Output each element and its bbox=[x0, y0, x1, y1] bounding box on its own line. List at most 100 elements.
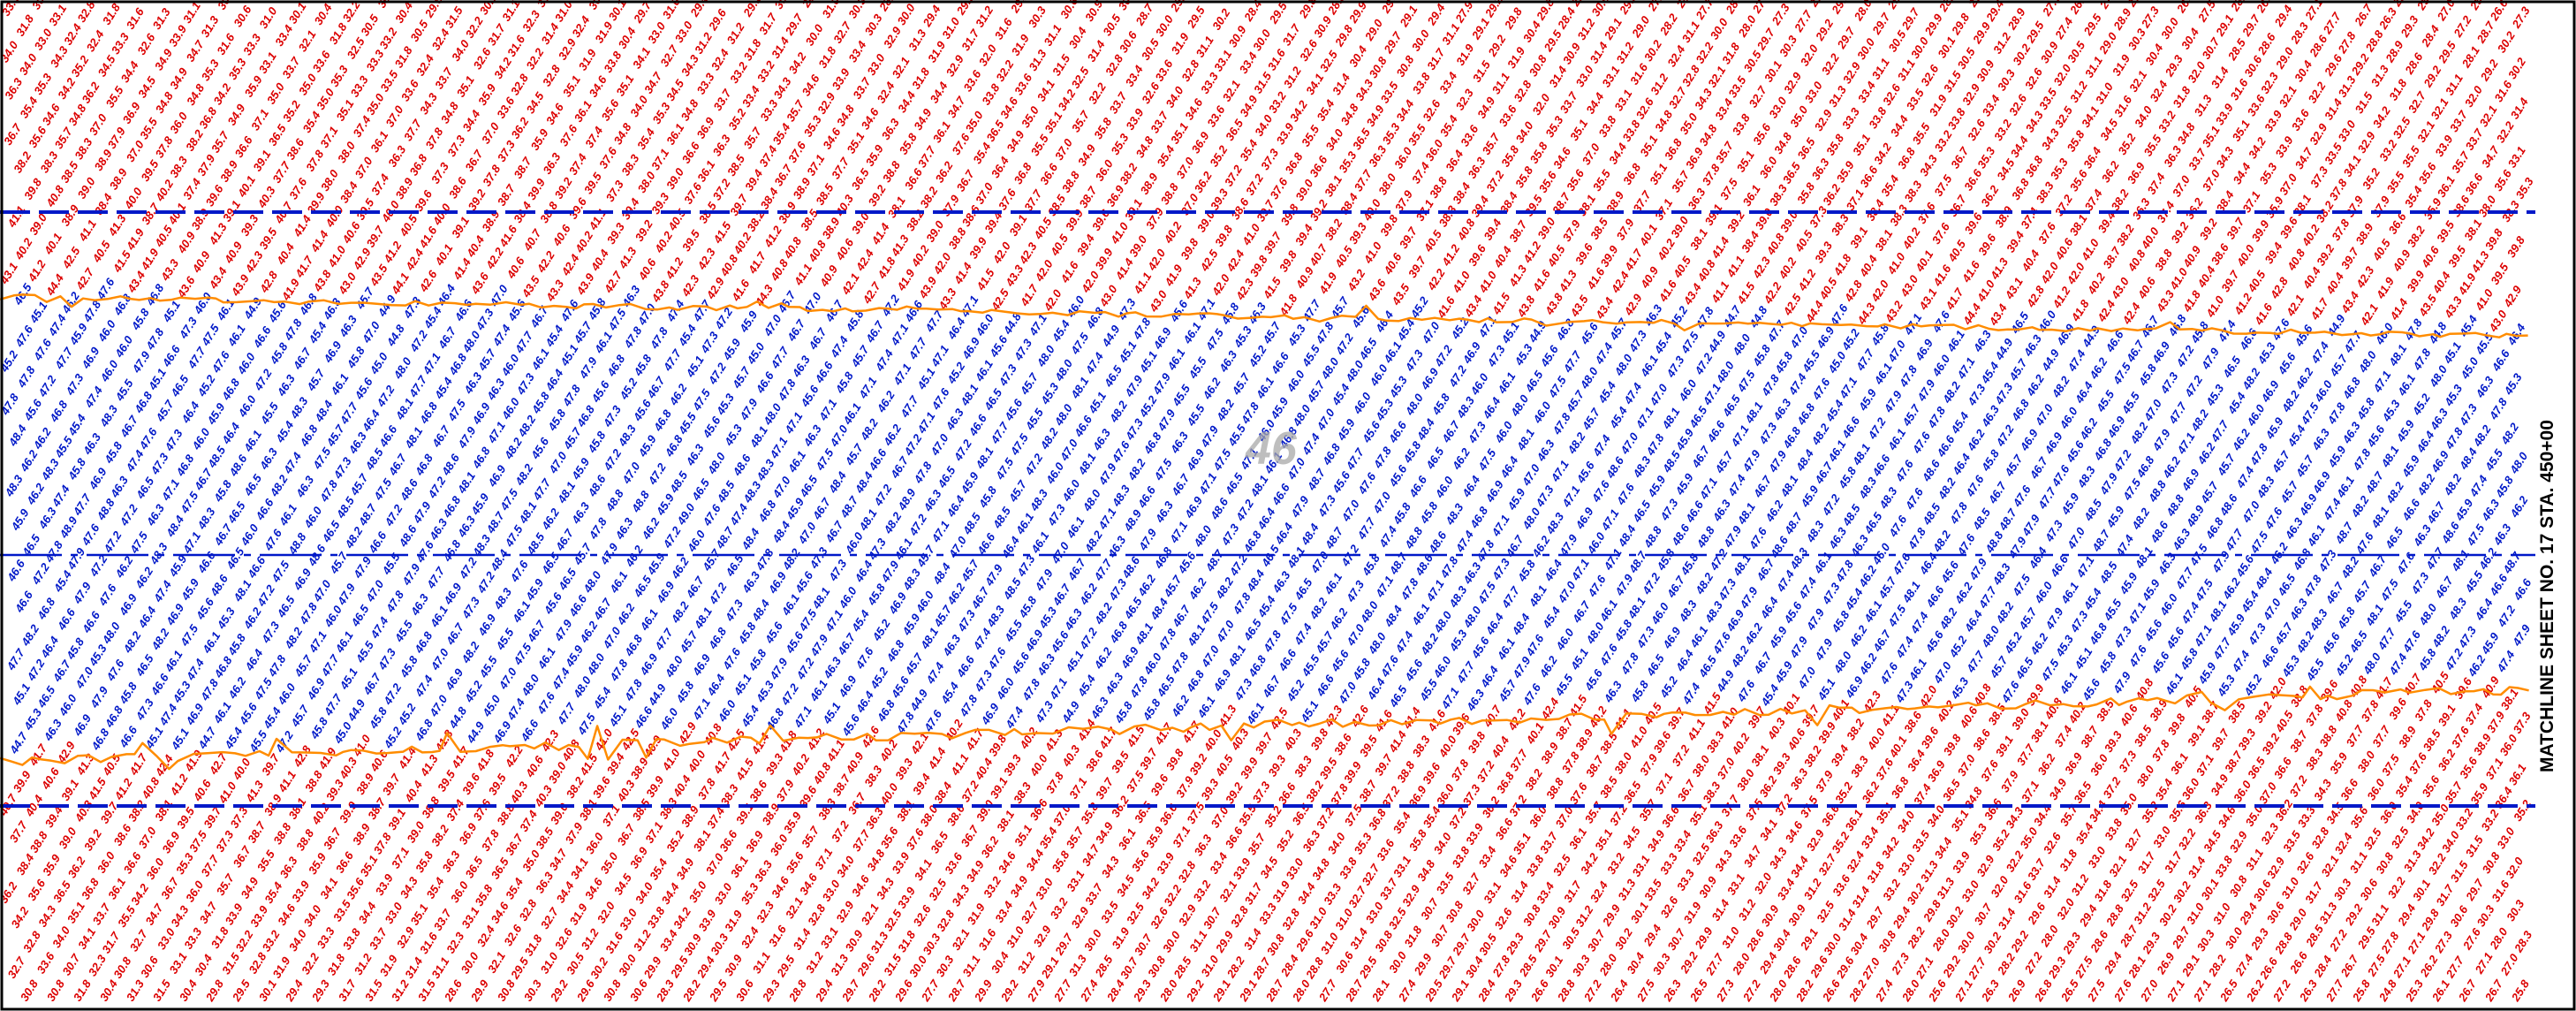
overbank-sounding: 32.5 bbox=[1814, 898, 1837, 924]
channel-sounding: 48.2 bbox=[1693, 570, 1716, 597]
overbank-sounding: 34.1 bbox=[630, 45, 653, 71]
channel-sounding: 47.1 bbox=[1194, 296, 1218, 323]
overbank-sounding: 32.6 bbox=[2293, 849, 2317, 876]
overbank-sounding: 31.3 bbox=[2336, 73, 2360, 100]
overbank-sounding: 39.6 bbox=[1450, 711, 1474, 737]
channel-sounding: 46.2 bbox=[1134, 572, 1158, 599]
overbank-sounding: 33.3 bbox=[694, 70, 718, 96]
overbank-sounding: 31.8 bbox=[1719, 40, 1743, 66]
overbank-sounding: 36.1 bbox=[105, 876, 128, 901]
channel-sounding: 47.6 bbox=[2125, 642, 2149, 670]
channel-sounding: 48.1 bbox=[1777, 473, 1801, 499]
overbank-sounding: 34.4 bbox=[1295, 880, 1319, 907]
channel-sounding: 45.6 bbox=[504, 297, 528, 324]
overbank-sounding: 40.6 bbox=[549, 222, 573, 249]
overbank-sounding: 38.9 bbox=[1138, 171, 1162, 197]
channel-sounding: 46.5 bbox=[2008, 309, 2032, 337]
overbank-sounding: 37.1 bbox=[1844, 186, 1867, 212]
overbank-sounding: 27.0 bbox=[2137, 977, 2161, 1005]
overbank-sounding: 37.4 bbox=[517, 808, 541, 834]
channel-sounding: 45.6 bbox=[21, 396, 45, 423]
overbank-sounding: 37.3 bbox=[1460, 781, 1484, 808]
overbank-sounding: 42.9 bbox=[2501, 283, 2525, 310]
overbank-sounding: 27.5 bbox=[2072, 954, 2095, 981]
channel-sounding: 45.6 bbox=[761, 619, 785, 646]
overbank-sounding: 29.0 bbox=[2096, 29, 2120, 57]
channel-sounding: 44.8 bbox=[1746, 303, 1770, 331]
lower-toe-line bbox=[0, 685, 2529, 771]
overbank-sounding: 38.7 bbox=[1356, 778, 1380, 804]
overbank-sounding: 32.6 bbox=[2022, 65, 2046, 92]
channel-sounding: 45.7 bbox=[2016, 605, 2040, 633]
channel-sounding: 47.7 bbox=[1091, 556, 1115, 583]
overbank-sounding: 37.4 bbox=[2018, 204, 2042, 231]
channel-sounding: 45.7 bbox=[848, 343, 872, 370]
channel-sounding: 47.8 bbox=[621, 676, 645, 703]
overbank-sounding: 41.2 bbox=[663, 255, 686, 282]
overbank-sounding: 41.0 bbox=[659, 746, 683, 773]
overbank-sounding: 32.0 bbox=[2185, 58, 2209, 85]
overbank-sounding: 33.6 bbox=[310, 48, 334, 74]
channel-sounding: 48.0 bbox=[1080, 487, 1103, 514]
channel-sounding: 47.1 bbox=[179, 529, 203, 556]
channel-sounding: 47.0 bbox=[72, 664, 96, 691]
overbank-sounding: 29.5 bbox=[2080, 11, 2104, 38]
channel-sounding: 45.9 bbox=[1771, 658, 1795, 686]
overbank-sounding: 29.3 bbox=[1501, 977, 1525, 1005]
channel-sounding: 45.6 bbox=[1002, 396, 1026, 423]
overbank-sounding: 28.0 bbox=[1766, 977, 1790, 1005]
overbank-sounding: 35.4 bbox=[300, 109, 324, 135]
overbank-sounding: 31.3 bbox=[1615, 876, 1639, 902]
overbank-sounding: 30.4 bbox=[989, 949, 1012, 976]
overbank-sounding: 32.8 bbox=[2308, 825, 2332, 851]
overbank-sounding: 31.4 bbox=[1708, 897, 1732, 924]
channel-sounding: 46.9 bbox=[1181, 494, 1205, 521]
channel-sounding: 47.2 bbox=[951, 437, 974, 464]
channel-sounding: 46.8 bbox=[883, 637, 907, 665]
channel-sounding: 46.7 bbox=[1751, 650, 1775, 677]
overbank-sounding: 33.1 bbox=[2505, 144, 2528, 170]
channel-sounding: 47.2 bbox=[2442, 646, 2466, 673]
channel-sounding: 47.0 bbox=[1336, 679, 1360, 706]
overbank-sounding: 38.1 bbox=[2067, 212, 2090, 238]
overbank-sounding: 38.9 bbox=[350, 821, 374, 848]
channel-sounding: 45.9 bbox=[66, 321, 90, 348]
channel-sounding: 46.6 bbox=[54, 605, 78, 633]
channel-sounding: 45.8 bbox=[366, 704, 390, 732]
channel-sounding: 46.1 bbox=[510, 598, 534, 625]
channel-sounding: 46.6 bbox=[451, 297, 475, 324]
overbank-sounding: 33.4 bbox=[1859, 825, 1883, 851]
overbank-sounding: 31.4 bbox=[2041, 874, 2065, 901]
overbank-sounding: 39.8 bbox=[1178, 235, 1201, 262]
overbank-sounding: 32.2 bbox=[1161, 882, 1185, 908]
overbank-sounding: 35.3 bbox=[2256, 160, 2280, 186]
channel-sounding: 46.6 bbox=[518, 717, 542, 744]
overbank-sounding: 41.6 bbox=[1584, 265, 1608, 293]
overbank-sounding: 31.7 bbox=[1242, 880, 1266, 907]
channel-sounding: 48.2 bbox=[501, 435, 525, 462]
overbank-sounding: 26.9 bbox=[2004, 977, 2028, 1005]
overbank-sounding: 34.9 bbox=[1474, 95, 1498, 121]
overbank-sounding: 30.3 bbox=[2331, 876, 2355, 902]
channel-sounding: 48.0 bbox=[1830, 649, 1854, 676]
overbank-sounding: 39.0 bbox=[1126, 232, 1150, 259]
channel-sounding: 47.3 bbox=[865, 536, 889, 563]
channel-sounding: 47.9 bbox=[1032, 566, 1056, 594]
overbank-sounding: 32.3 bbox=[86, 952, 110, 978]
overbank-sounding: 35.1 bbox=[1592, 826, 1615, 852]
channel-sounding: 46.8 bbox=[1107, 619, 1131, 646]
overbank-sounding: 30.0 bbox=[2158, 15, 2182, 42]
overbank-sounding: 31.0 bbox=[1004, 924, 1027, 950]
overbank-sounding: 31.6 bbox=[2491, 78, 2515, 104]
overbank-sounding: 33.6 bbox=[1496, 103, 1520, 129]
overbank-sounding: 38.3 bbox=[2303, 746, 2327, 772]
channel-sounding: 47.1 bbox=[484, 419, 508, 445]
channel-sounding: 46.0 bbox=[2156, 591, 2180, 619]
overbank-sounding: 29.7 bbox=[1381, 29, 1405, 57]
overbank-sounding: 36.6 bbox=[1493, 816, 1517, 842]
overbank-sounding: 40.7 bbox=[520, 226, 544, 254]
channel-sounding: 46.1 bbox=[637, 606, 661, 633]
overbank-sounding: 31.3 bbox=[198, 13, 222, 40]
channel-sounding: 47.1 bbox=[1598, 506, 1622, 533]
overbank-sounding: 39.0 bbox=[1292, 177, 1316, 203]
